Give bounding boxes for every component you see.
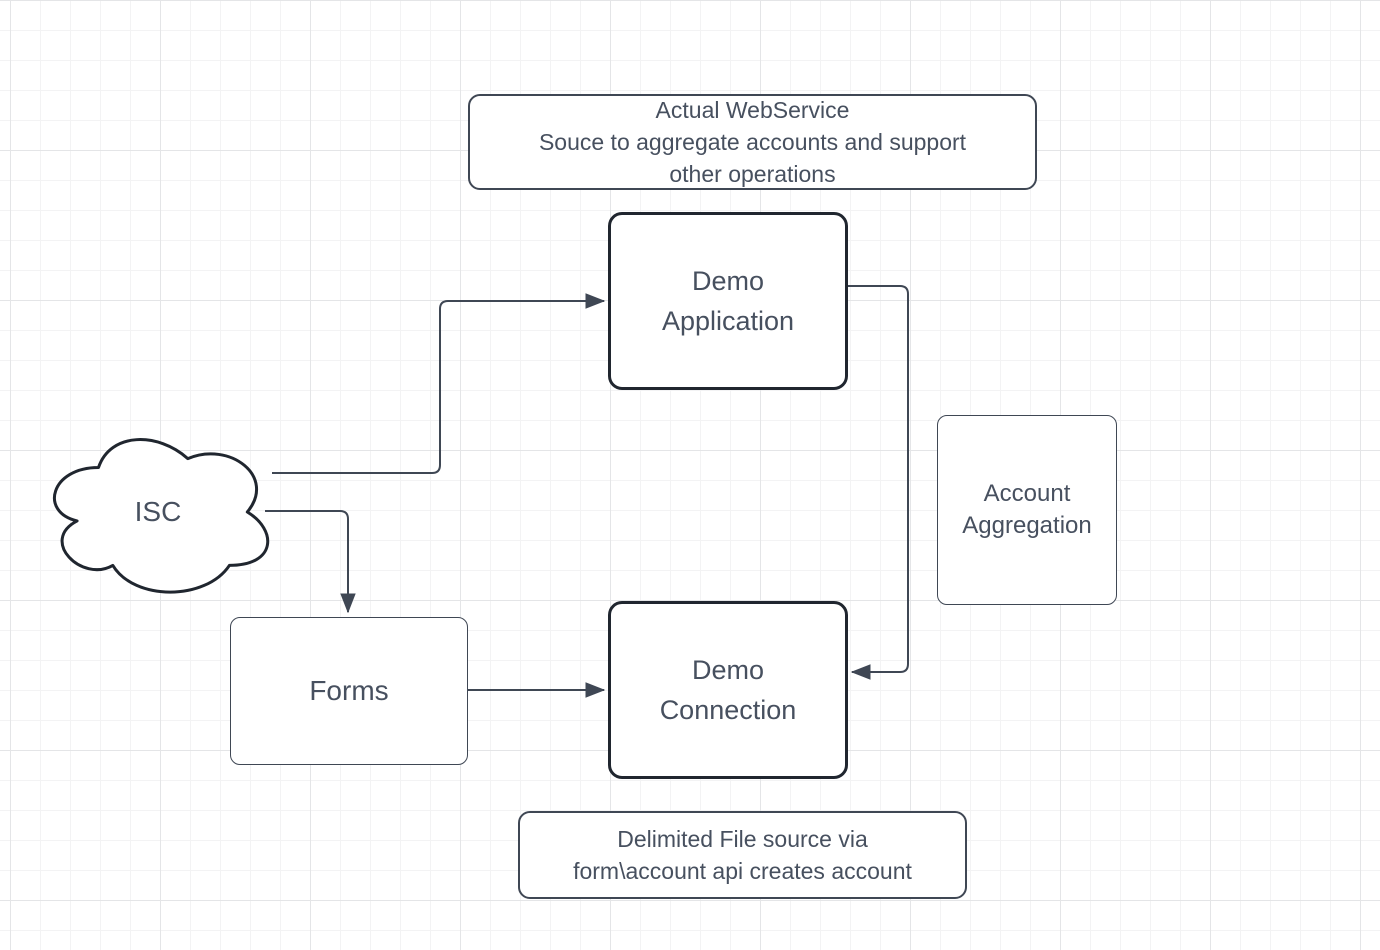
account-aggregation-node: Account Aggregation xyxy=(937,415,1117,605)
isc-cloud-label: ISC xyxy=(134,496,182,527)
demo-application-node: Demo Application xyxy=(608,212,848,390)
demo-connection-node: Demo Connection xyxy=(608,601,848,779)
edge-isc-to-demo-application xyxy=(272,301,604,474)
isc-cloud-shape xyxy=(52,438,270,594)
edge-demo-application-to-demo-connection xyxy=(848,285,909,672)
forms-node: Forms xyxy=(230,617,468,765)
edge-isc-to-forms xyxy=(265,510,348,612)
webservice-note-box: Actual WebService Souce to aggregate acc… xyxy=(468,94,1037,190)
delimited-file-note-box: Delimited File source via form\account a… xyxy=(518,811,967,899)
